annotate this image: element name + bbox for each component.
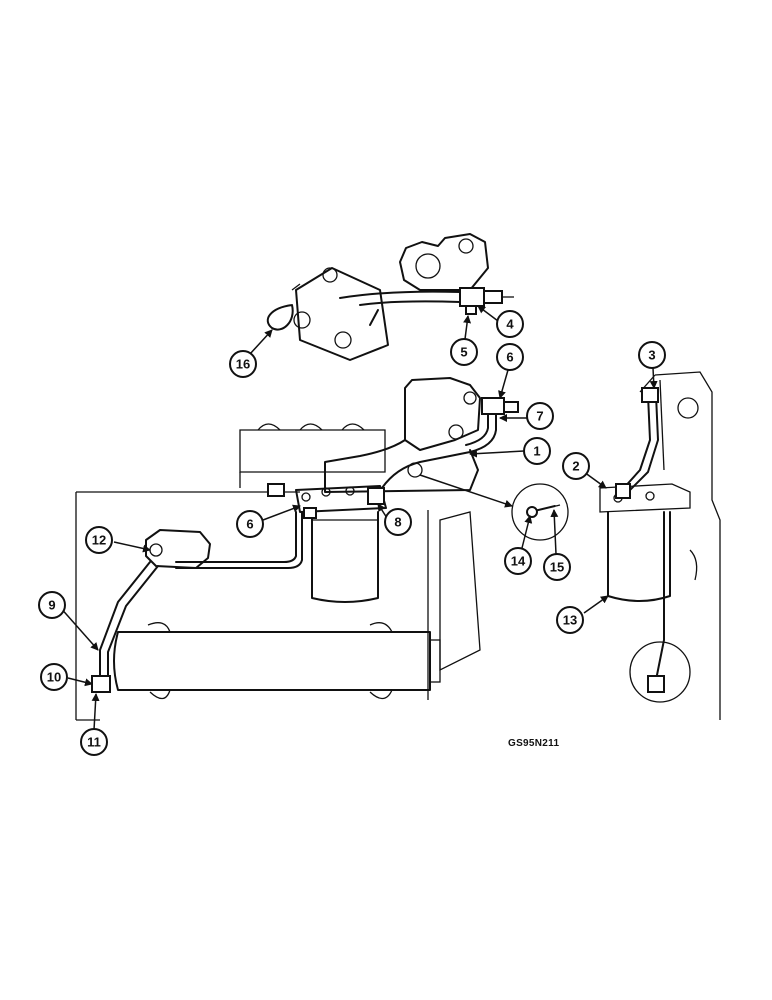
svg-text:7: 7 [536, 409, 543, 424]
svg-text:9: 9 [48, 598, 55, 613]
turbocharger-housing [324, 377, 481, 493]
callout-5: 5 [450, 338, 478, 366]
svg-text:6: 6 [506, 350, 513, 365]
callout-7: 7 [526, 402, 554, 430]
top-bracket-assembly [266, 233, 514, 361]
svg-text:16: 16 [236, 357, 250, 372]
svg-text:8: 8 [394, 515, 401, 530]
svg-text:13: 13 [563, 613, 577, 628]
svg-text:10: 10 [47, 670, 61, 685]
callout-2: 2 [562, 452, 590, 480]
oil-filter-middle [267, 483, 387, 603]
callout-leaders [58, 305, 658, 731]
svg-text:5: 5 [460, 345, 467, 360]
oil-cooler [113, 622, 441, 700]
callout-9: 9 [38, 591, 66, 619]
svg-text:14: 14 [511, 554, 526, 569]
svg-text:11: 11 [87, 735, 101, 750]
svg-text:6: 6 [246, 517, 253, 532]
callout-1: 1 [523, 437, 551, 465]
callout-6-lower: 6 [236, 510, 264, 538]
callout-12: 12 [85, 526, 113, 554]
turbo-oil-feed-line [367, 397, 519, 505]
callout-10: 10 [40, 663, 68, 691]
svg-text:1: 1 [533, 444, 540, 459]
callout-8: 8 [384, 508, 412, 536]
svg-text:3: 3 [648, 348, 655, 363]
right-engine-section [599, 371, 721, 720]
reference-code: GS95N211 [508, 738, 560, 749]
callout-13: 13 [556, 606, 584, 634]
engine-block [75, 423, 481, 721]
callout-16: 16 [229, 350, 257, 378]
callout-15: 15 [543, 553, 571, 581]
callout-3: 3 [638, 341, 666, 369]
svg-text:2: 2 [572, 459, 579, 474]
cooler-oil-line [91, 511, 303, 693]
callout-6-top: 6 [496, 343, 524, 371]
callout-14: 14 [504, 547, 532, 575]
callout-4: 4 [496, 310, 524, 338]
inset-detail [511, 483, 569, 541]
callout-11: 11 [80, 728, 108, 756]
svg-text:12: 12 [92, 533, 106, 548]
svg-text:4: 4 [506, 317, 514, 332]
svg-text:15: 15 [550, 560, 564, 575]
